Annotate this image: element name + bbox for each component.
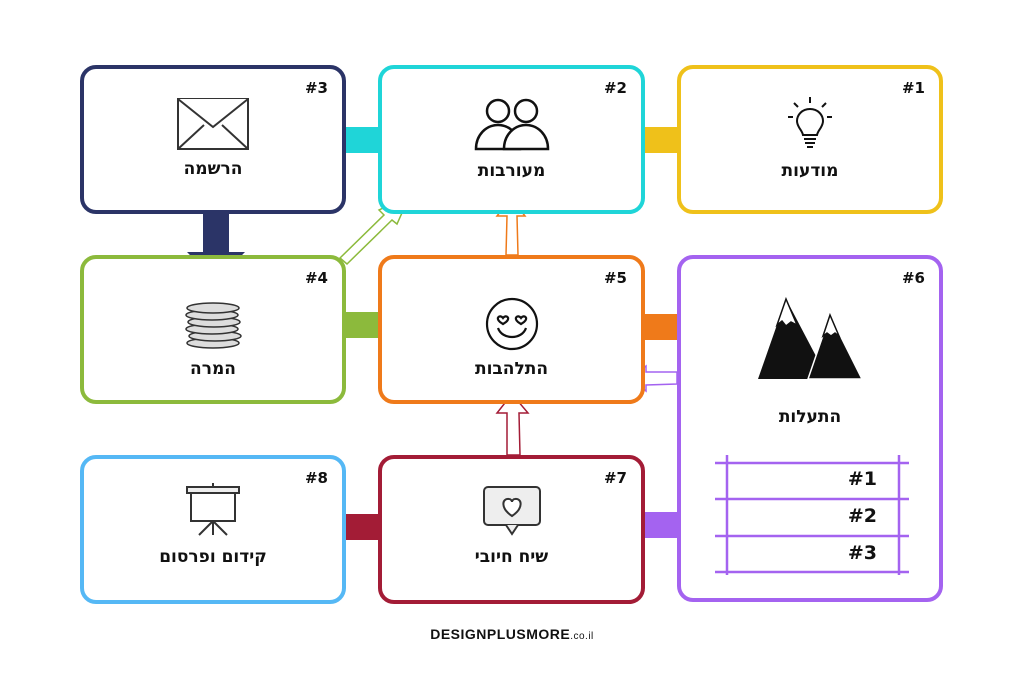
mountains-icon — [758, 297, 864, 380]
step-label: מעורבות — [477, 161, 546, 181]
list-item: #3 — [847, 542, 877, 564]
footer-brand-name: DESIGNPLUSMORE — [430, 626, 571, 642]
people-icon — [474, 98, 549, 151]
envelope-icon — [177, 98, 249, 150]
presentation-board-icon — [186, 483, 240, 536]
step-label: מודעות — [781, 161, 839, 181]
step-box-transcendence: #6 התעלות #1 #2 #3 — [677, 255, 943, 602]
step-number: #2 — [603, 79, 627, 97]
coins-icon — [185, 302, 242, 349]
step-label: הרשמה — [183, 159, 243, 179]
step-number: #3 — [304, 79, 328, 97]
step-box-registration: #3 הרשמה — [80, 65, 346, 214]
step-label: שיח חיובי — [474, 547, 549, 567]
step-box-enthusiasm: #5 התלהבות — [378, 255, 645, 404]
step-label: התלהבות — [474, 359, 549, 379]
heart-speech-bubble-icon — [482, 486, 541, 536]
step-box-promotion: #8 קידום ופרסום — [80, 455, 346, 604]
step-number: #4 — [304, 269, 328, 287]
step-box-conversion: #4 המרה — [80, 255, 346, 404]
step-number: #7 — [603, 469, 627, 487]
lightbulb-icon — [788, 97, 832, 148]
step-label: התעלות — [778, 407, 842, 427]
heart-eyes-smiley-icon — [485, 297, 538, 351]
step-box-awareness: #1 מודעות — [677, 65, 943, 214]
list-grid-lines — [715, 455, 909, 575]
footer-brand: DESIGNPLUSMORE.co.il — [0, 626, 1024, 642]
footer-domain: .co.il — [570, 631, 594, 642]
step-box-positive-word-of-mouth: #7 שיח חיובי — [378, 455, 645, 604]
milestones-list: #1 #2 #3 — [715, 455, 911, 575]
step-box-engagement: #2 מעורבות — [378, 65, 645, 214]
step-label: קידום ופרסום — [159, 547, 267, 567]
list-item: #1 — [847, 468, 877, 490]
step-number: #8 — [304, 469, 328, 487]
list-item: #2 — [847, 505, 877, 527]
step-number: #1 — [901, 79, 925, 97]
step-number: #5 — [603, 269, 627, 287]
step-number: #6 — [901, 269, 925, 287]
step-label: המרה — [190, 359, 236, 379]
